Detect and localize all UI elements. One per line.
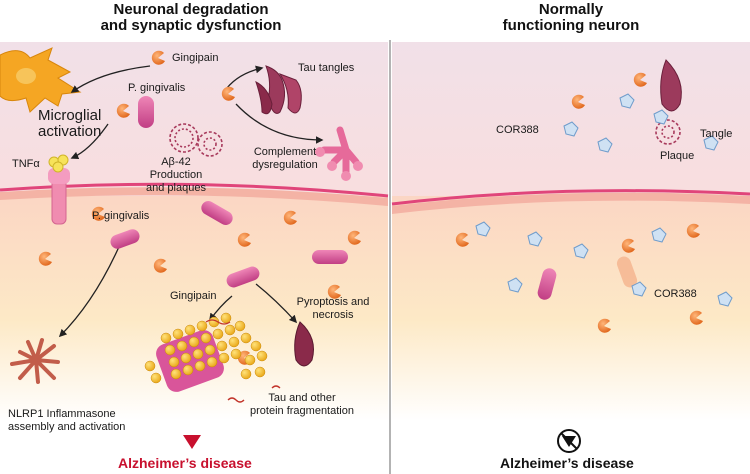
microglial-line2: activation	[38, 123, 102, 140]
left-title-line1: Neuronal degradation	[113, 1, 269, 18]
cor388-top-label: COR388	[496, 124, 539, 136]
abeta-plaque	[169, 123, 223, 157]
gingipain-molecules	[38, 50, 703, 365]
plaque-right	[655, 119, 681, 145]
right-title: Normally functioning neuron	[478, 2, 664, 34]
nlrp1-label: NLRP1 Inflammasone assembly and activati…	[8, 408, 125, 434]
tau-fragmentation-label: Tau and other protein fragmentation	[234, 392, 370, 418]
abeta-line1: Aβ-42	[161, 156, 191, 168]
pyroptosis-line1: Pyroptosis and	[296, 296, 370, 308]
abeta-line2: Production	[149, 169, 203, 181]
blocked-triangle-icon	[557, 429, 581, 453]
tangle-label: Tangle	[700, 128, 733, 140]
left-title-line2: and synaptic dysfunction	[100, 17, 282, 34]
p-gingivalis-top-label: P. gingivalis	[128, 82, 186, 94]
nlrp1-line1: NLRP1 Inflammasone	[8, 408, 116, 420]
left-title: Neuronal degradation and synaptic dysfun…	[96, 2, 286, 34]
right-title-line1: Normally	[538, 1, 604, 18]
microglia-cell	[0, 47, 82, 113]
tau-tangles	[255, 65, 302, 115]
tau-other-line2: protein fragmentation	[250, 405, 354, 417]
nlrp1-line2: assembly and activation	[8, 421, 126, 433]
left-outcome-label: Alzheimer’s disease	[118, 455, 252, 471]
abeta-line3: and plaques	[146, 182, 206, 194]
tangle-right	[660, 59, 682, 112]
cor388-molecules	[475, 93, 733, 307]
pyroptosis-label: Pyroptosis and necrosis	[290, 296, 376, 322]
cor388-bottom-label: COR388	[654, 288, 697, 300]
left-cell-membrane	[0, 182, 389, 198]
protein-fragmentation	[144, 312, 281, 403]
pyroptosis-line2: necrosis	[312, 309, 354, 321]
complement-line1: Complement	[253, 146, 317, 158]
complement-label: Complement dysregulation	[244, 146, 326, 172]
nlrp1-inflammasome	[10, 338, 60, 384]
pyroptosis-tangle	[294, 321, 314, 367]
microglial-activation-label: Microglial activation	[38, 108, 101, 140]
tau-tangles-label: Tau tangles	[298, 62, 355, 74]
tau-other-line1: Tau and other	[268, 392, 336, 404]
p-gingivalis-bacteria	[110, 96, 638, 300]
gingipain-mid-label: Gingipain	[170, 290, 217, 302]
microglial-line1: Microglial	[38, 107, 102, 124]
right-cell-membrane	[391, 189, 750, 206]
right-title-line2: functioning neuron	[502, 17, 640, 34]
down-triangle-icon	[183, 435, 201, 449]
tnf-receptor	[48, 154, 70, 225]
p-gingivalis-mid-label: P. gingivalis	[92, 210, 150, 222]
gingipain-top-label: Gingipain	[172, 52, 219, 64]
right-outcome-label: Alzheimer’s disease	[500, 455, 634, 471]
plaque-label: Plaque	[660, 150, 695, 162]
abeta-label: Aβ-42 Production and plaques	[136, 156, 216, 195]
tnf-alpha-label: TNFα	[12, 158, 40, 170]
right-intracellular-region	[392, 196, 750, 421]
complement-line2: dysregulation	[252, 159, 318, 171]
complement-protein	[315, 126, 363, 181]
